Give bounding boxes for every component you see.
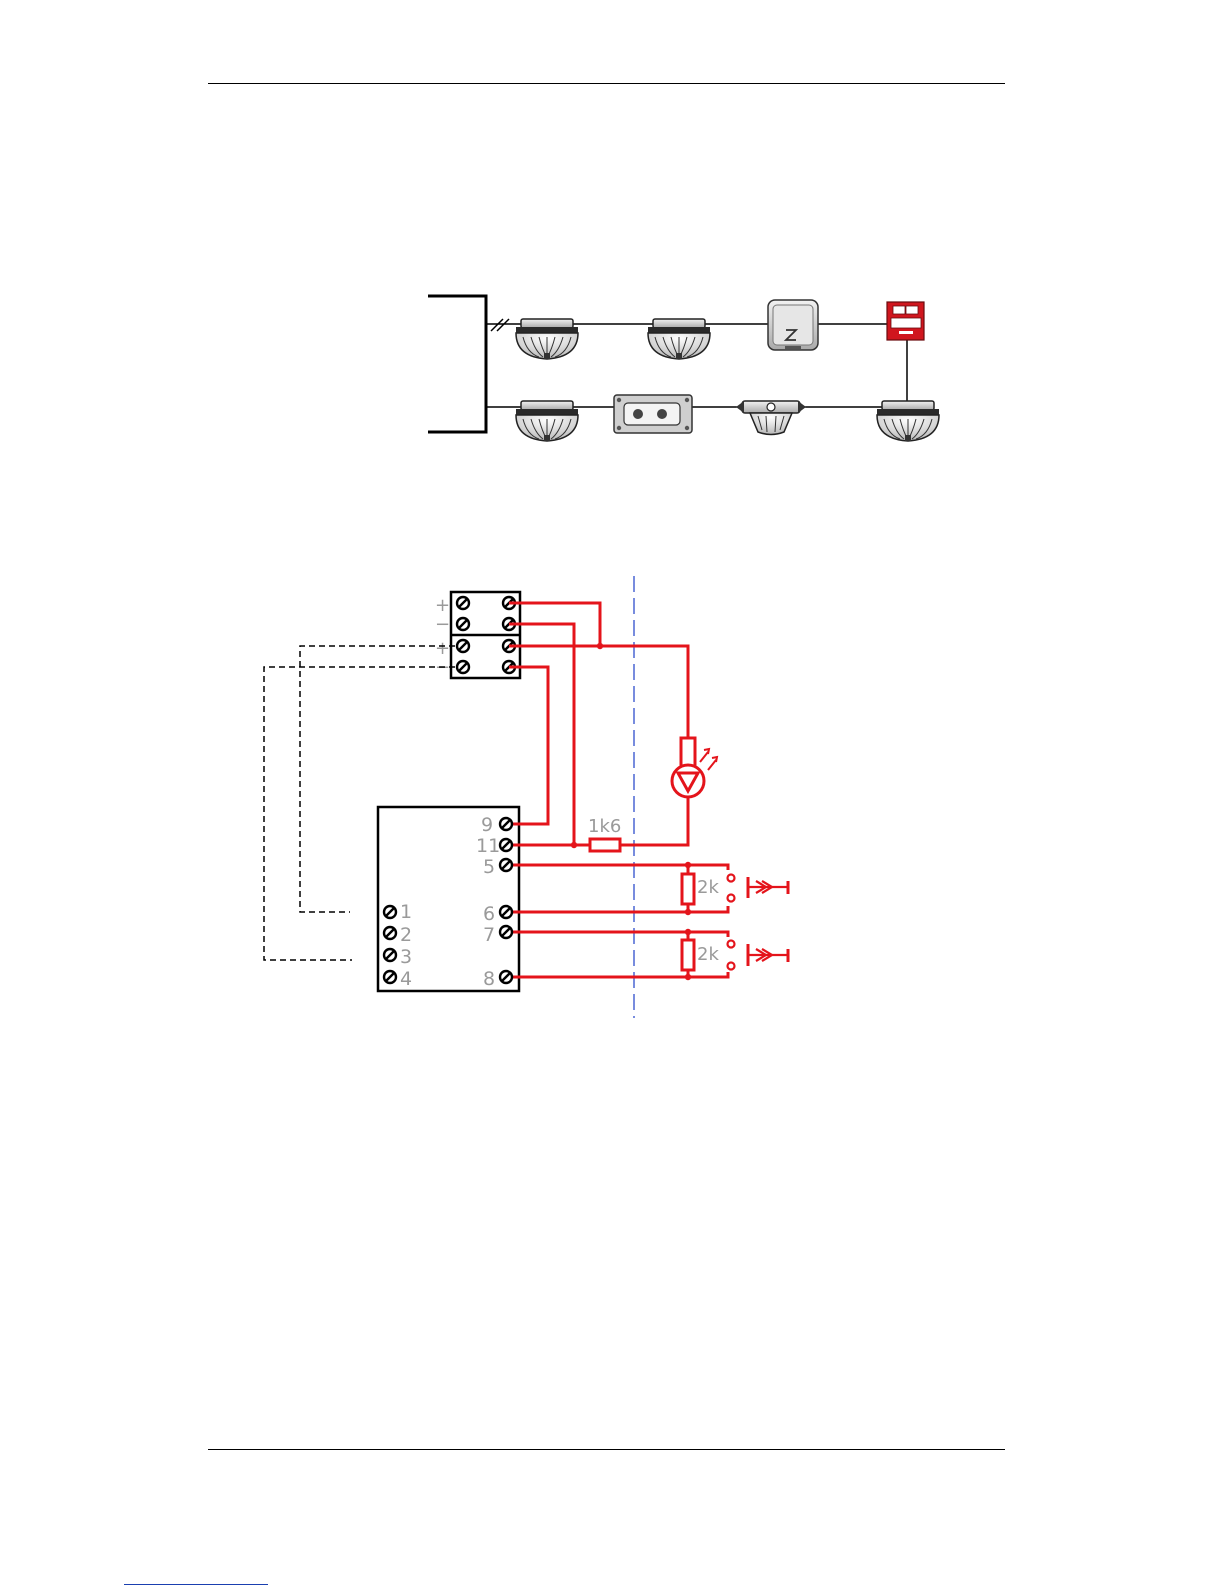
eol-resistor-2-label: 2k <box>697 944 719 965</box>
series-resistor <box>590 839 620 851</box>
terminal-label: 4 <box>400 968 412 990</box>
terminal-screw-icon <box>384 949 396 961</box>
eol-resistor-1-label: 2k <box>697 877 719 898</box>
polarity-labels: + − + − <box>435 595 450 678</box>
terminal-screw-icon <box>457 618 469 630</box>
smoke-detector-icon <box>877 401 939 441</box>
eol-resistor-1 <box>682 874 694 904</box>
control-panel-bracket <box>428 296 486 432</box>
polarity-label: − <box>435 614 450 635</box>
terminal-screw-icon <box>500 906 512 918</box>
terminal-screw-icon <box>384 927 396 939</box>
footer-rule <box>208 1449 1005 1450</box>
terminal-screw-icon <box>500 926 512 938</box>
terminal-label: 9 <box>481 814 493 836</box>
manual-call-point-icon <box>887 302 924 340</box>
contact-switch-1 <box>728 875 789 902</box>
terminal-label: 1 <box>400 901 412 923</box>
terminal-screw-icon <box>457 597 469 609</box>
beam-detector-icon <box>736 401 806 435</box>
wire-break-mark <box>497 319 509 331</box>
terminal-label: 3 <box>400 946 412 968</box>
smoke-detector-icon <box>516 319 578 359</box>
terminal-screw-icon <box>500 839 512 851</box>
loop-diagram <box>428 296 939 441</box>
terminal-label: 8 <box>483 968 495 990</box>
terminal-label: 6 <box>483 903 495 925</box>
smoke-detector-icon <box>648 319 710 359</box>
terminal-label: 5 <box>483 856 495 878</box>
wiring-diagram: + − + − <box>264 576 788 1018</box>
smoke-detector-icon <box>516 401 578 441</box>
polarity-label: + <box>435 595 450 616</box>
wire-break-mark <box>491 319 503 331</box>
terminal-screw-icon <box>500 818 512 830</box>
polarity-label: + <box>435 638 450 659</box>
terminal-screw-icon <box>384 971 396 983</box>
terminal-label: 2 <box>400 924 412 946</box>
series-resistor-label: 1k6 <box>588 816 621 837</box>
input-output-module-icon <box>614 395 692 433</box>
eol-resistor-2 <box>682 940 694 970</box>
terminal-screw-icon <box>500 971 512 983</box>
indicator-lamp <box>672 738 717 797</box>
terminal-label: 11 <box>476 835 500 857</box>
junction-dots <box>571 643 691 980</box>
terminal-screw-icon <box>384 906 396 918</box>
terminal-label: 7 <box>483 924 495 946</box>
interface-module-icon <box>768 300 818 350</box>
terminal-screw-icon <box>457 640 469 652</box>
terminal-screw-icon <box>457 661 469 673</box>
terminal-screw-icon <box>500 859 512 871</box>
contact-switch-2 <box>728 941 789 970</box>
